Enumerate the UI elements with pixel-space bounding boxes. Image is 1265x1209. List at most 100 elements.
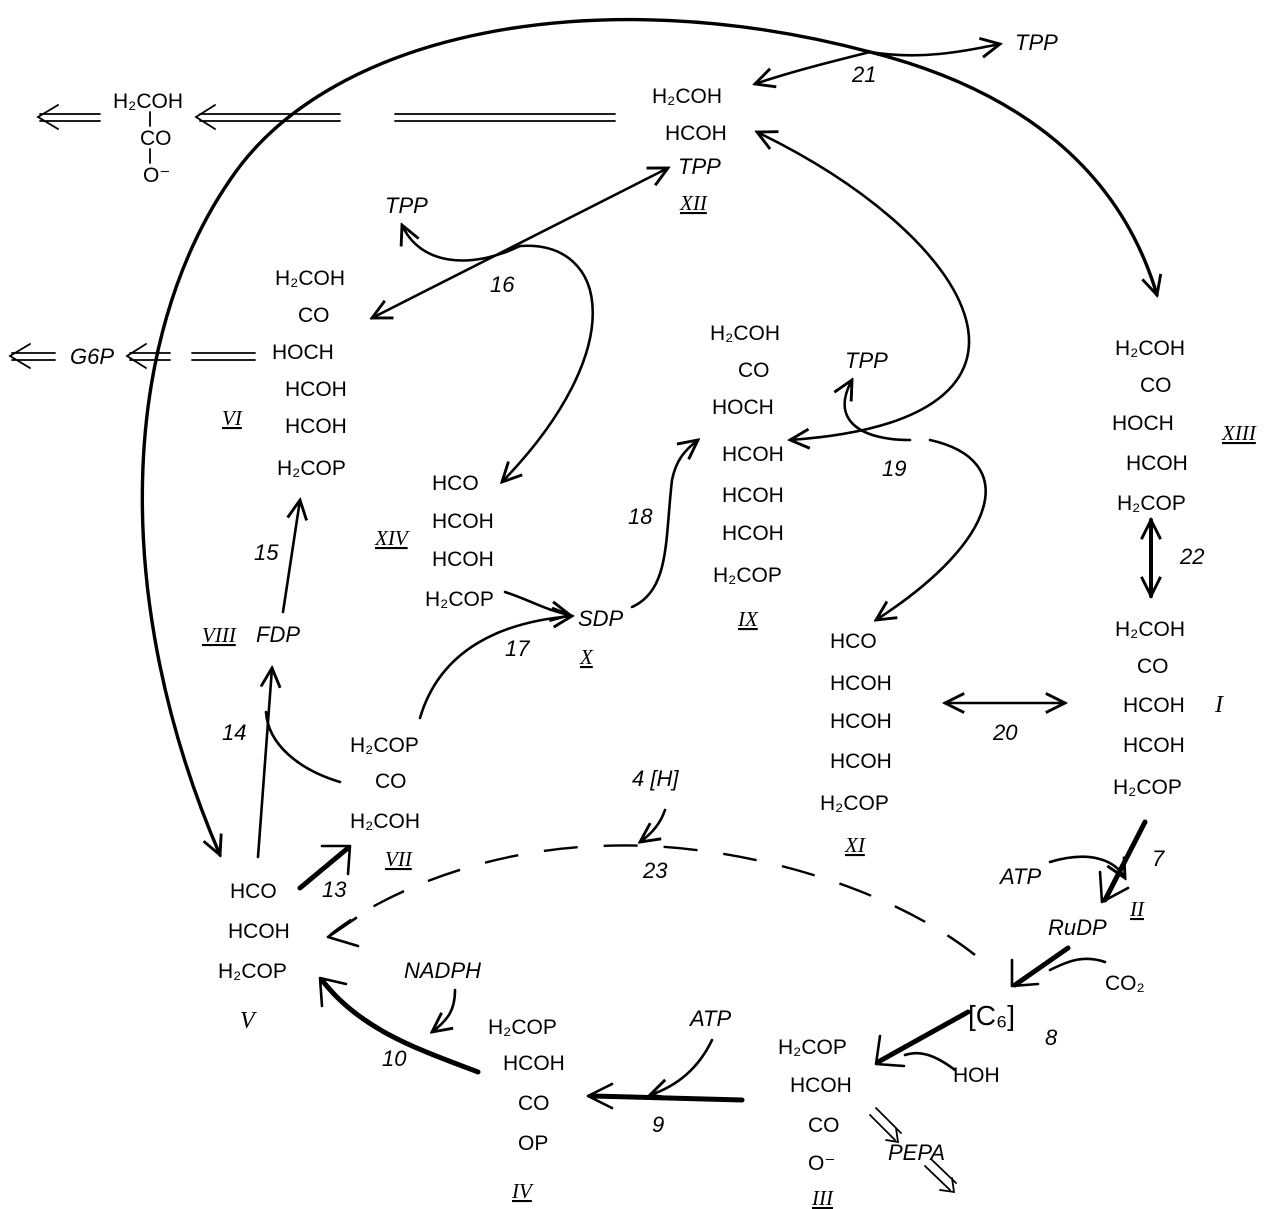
III-line-2: HCOH — [790, 1074, 852, 1097]
compound-III: H₂COP HCOH CO O⁻ III — [778, 1036, 852, 1209]
glycolate-line-2: CO — [140, 127, 172, 150]
VI-number: VI — [222, 406, 243, 430]
arrow-18 — [630, 440, 698, 609]
step-10: 10 — [382, 1046, 407, 1071]
I-number: I — [1214, 692, 1224, 718]
arrow-14 — [256, 668, 272, 859]
compound-glycolate: H₂COH CO O⁻ — [113, 90, 183, 187]
arrow-23-dashed — [329, 844, 976, 956]
IV-line-3: CO — [518, 1092, 550, 1115]
I-line-3: HCOH — [1123, 694, 1185, 717]
IX-line-2: CO — [738, 359, 770, 382]
XI-line-2: HCOH — [830, 672, 892, 695]
sdp-number: X — [579, 645, 594, 669]
step-14: 14 — [222, 720, 246, 745]
step-22: 22 — [1179, 544, 1204, 569]
V-line-1: HCO — [230, 880, 277, 903]
XI-line-1: HCO — [830, 630, 877, 653]
c6: [C₆] — [968, 1000, 1015, 1031]
IX-line-7: H₂COP — [713, 564, 782, 587]
XIV-line-1: HCO — [432, 472, 479, 495]
compound-IX: H₂COH CO HOCH HCOH HCOH HCOH H₂COP IX — [710, 322, 784, 631]
step-7: 7 — [1152, 846, 1165, 871]
arrow-21-tpp — [868, 44, 1000, 55]
arrow-19-to-XI — [876, 438, 987, 620]
nadph: NADPH — [404, 958, 481, 983]
VI-line-6: H₂COP — [277, 457, 346, 480]
step-17: 17 — [505, 636, 530, 661]
I-line-4: HCOH — [1123, 734, 1185, 757]
XIII-line-3: HOCH — [1112, 412, 1174, 435]
tpp-16: TPP — [385, 193, 428, 218]
XIII-line-4: HCOH — [1126, 452, 1188, 475]
step-21: 21 — [851, 62, 876, 87]
III-number: III — [811, 1186, 834, 1209]
arrow-8-head — [1010, 958, 1040, 988]
I-line-2: CO — [1137, 655, 1169, 678]
step-9: 9 — [652, 1112, 664, 1137]
g6p-head-1 — [125, 343, 147, 369]
VI-line-2: CO — [298, 304, 330, 327]
arrow-15 — [281, 500, 300, 614]
arrow-10-head — [318, 976, 348, 1008]
g6p: G6P — [70, 344, 114, 369]
glycolate-line-1: H₂COH — [113, 90, 183, 113]
outer-arc-left — [140, 17, 872, 855]
arrow-9-atp — [650, 1038, 714, 1095]
IV-line-1: H₂COP — [488, 1016, 557, 1039]
compound-XIV: HCO HCOH HCOH H₂COP XIV — [374, 472, 494, 611]
arrow-17-XIV — [503, 590, 570, 615]
arrow-13 — [297, 845, 351, 891]
IV-line-2: HCOH — [503, 1052, 565, 1075]
XI-number: XI — [844, 833, 866, 857]
step-20: 20 — [992, 720, 1018, 745]
arrow-9-head — [586, 1082, 614, 1110]
compound-VII: H₂COP CO H₂COH VII — [350, 734, 420, 871]
XIII-line-1: H₂COH — [1115, 337, 1185, 360]
XIV-number: XIV — [374, 526, 410, 550]
IX-line-4: HCOH — [722, 443, 784, 466]
XIV-line-4: H₂COP — [425, 588, 494, 611]
XIV-line-2: HCOH — [432, 510, 494, 533]
arrow-23-h — [640, 808, 667, 842]
pepa-arrow-2 — [924, 1158, 957, 1194]
rudp: RuDP — [1048, 915, 1107, 940]
VI-line-1: H₂COH — [275, 267, 345, 290]
tpp-19: TPP — [845, 348, 888, 373]
h4: 4 [H] — [632, 766, 679, 791]
III-line-4: O⁻ — [808, 1152, 835, 1175]
IX-line-6: HCOH — [722, 522, 784, 545]
XIII-number: XIII — [1221, 421, 1257, 445]
V-line-2: HCOH — [228, 920, 290, 943]
VI-line-3: HOCH — [272, 341, 334, 364]
arrow-10-nadph — [432, 988, 457, 1032]
tpp-21: TPP — [1015, 30, 1058, 55]
XII-line-1: H₂COH — [652, 85, 722, 108]
pepa-arrow-1 — [869, 1107, 902, 1144]
XII-line-2: HCOH — [665, 122, 727, 145]
step-16: 16 — [490, 272, 515, 297]
arrow-hoh — [903, 1051, 957, 1072]
XIV-line-3: HCOH — [432, 548, 494, 571]
arrow-7-atp — [1048, 855, 1125, 878]
compound-XII: H₂COH HCOH TPP XII — [652, 85, 727, 215]
XII-number: XII — [679, 191, 708, 215]
sdp: SDP — [578, 606, 624, 631]
arrow-21-to-XII — [755, 50, 872, 84]
VII-line-1: H₂COP — [350, 734, 419, 757]
III-line-1: H₂COP — [778, 1036, 847, 1059]
compound-IV: H₂COP HCOH CO OP IV — [488, 1016, 565, 1203]
atp-9: ATP — [688, 1006, 731, 1031]
rudp-number: II — [1129, 897, 1145, 921]
step-18: 18 — [628, 504, 653, 529]
arrow-8-rudp — [1012, 945, 1071, 988]
fdp: FDP — [256, 622, 300, 647]
co2: CO₂ — [1105, 972, 1145, 995]
arrow-17-VII — [418, 616, 572, 720]
arrow-13-head — [320, 844, 352, 876]
VII-number: VII — [385, 847, 413, 871]
hoh: HOH — [953, 1064, 1000, 1087]
I-line-5: H₂COP — [1113, 776, 1182, 799]
